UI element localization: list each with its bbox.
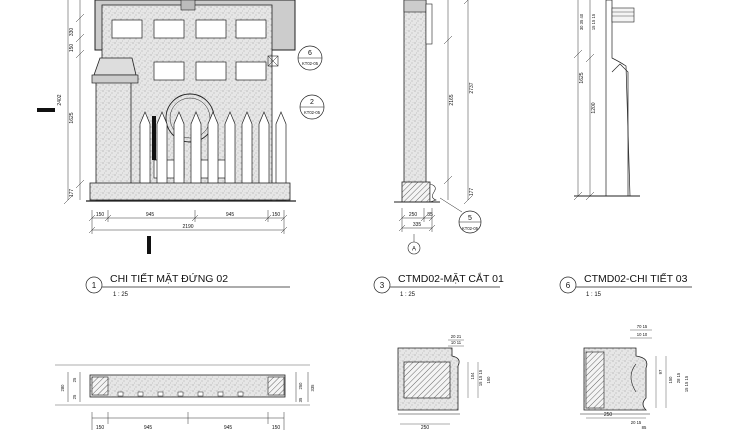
elev-dim-v-2: 2402	[57, 94, 63, 105]
detail-dim-v-1: 1200	[591, 102, 597, 113]
callout-6-num: 6	[308, 50, 312, 57]
detail-profile-outline	[605, 0, 631, 197]
plan-dim-h-3: 150	[272, 425, 281, 430]
title-1-scale: 1 : 25	[113, 292, 129, 298]
elev-dim-h-2: 945	[226, 212, 235, 218]
title-6-bubble	[559, 276, 577, 294]
elev-dim-v-1: 150	[69, 44, 75, 53]
elev-dim-total: 2190	[182, 224, 193, 230]
detail-3-view: 70 15 10 10 97 150 28 15 15 15 15 250 20…	[580, 324, 689, 430]
det2-dim-b-0: 250	[421, 425, 430, 430]
det2-dim-top-1: 10 11	[451, 340, 462, 345]
sect-dim-v-2: 177	[469, 188, 475, 197]
title-6-text: CTMD02-CHI TIẾT 03	[584, 272, 688, 285]
title-6-scale: 1 : 15	[586, 292, 602, 298]
plan-dim-h-1: 945	[144, 425, 153, 430]
plan-dim-vl-0: 280	[60, 384, 65, 392]
sect-dim-v-1: 2737	[469, 82, 475, 93]
plan-dims	[67, 372, 309, 430]
detail-dim-v-3: 15 15 15	[591, 13, 596, 30]
marker-a-label: A	[412, 247, 416, 253]
det3-dim-b-2: 85	[642, 425, 647, 430]
section-base	[401, 181, 431, 203]
detail-2-view: 20 21 10 11 104 15 15 15 150 250	[397, 334, 491, 430]
det3-core	[585, 351, 605, 409]
det3-dim-top-0: 70 15	[637, 324, 648, 329]
plan-pickets	[117, 391, 244, 397]
title-3-num: 3	[380, 281, 385, 290]
section-wall	[403, 0, 427, 201]
elevation-view: 330 150 2402 1625 177 150 945 945 150 21…	[37, 0, 325, 298]
det2-core	[403, 361, 451, 399]
det2-dim-r-1: 15 15 15	[478, 369, 483, 386]
elev-dim-h-1: 945	[146, 212, 155, 218]
detail-dim-v-2: 30 35 40	[579, 13, 584, 30]
elev-horizontal-dims	[88, 210, 288, 234]
callout-5-num: 5	[468, 215, 472, 222]
callout-2-num: 2	[310, 99, 314, 106]
elev-dim-v-3: 1625	[69, 112, 75, 123]
sect-dim-v-0: 2165	[449, 94, 455, 105]
plan-dim-vl-1: 25	[72, 377, 77, 382]
sect-dim-h-1: 85	[427, 212, 433, 218]
section-view: 2165 2737 177 250 85 335 5 KT02-05 A 3	[373, 0, 504, 298]
title-3-bubble	[373, 276, 391, 294]
plan-dim-vr-2: 35	[298, 397, 303, 402]
title-3-scale: 1 : 25	[400, 292, 416, 298]
section-marker-left	[37, 108, 55, 112]
fence-base	[89, 182, 291, 201]
plan-dim-vl-2: 25	[72, 394, 77, 399]
sect-vertical-dims	[443, 0, 473, 205]
sect-dim-h-0: 250	[409, 212, 418, 218]
det2-dim-r-0: 104	[470, 372, 475, 380]
det3-dim-top-1: 10 10	[637, 332, 648, 337]
callout-5: 5 KT02-05	[439, 197, 482, 234]
plan-view: 280 25 25 250 335 35 150 945 945 150	[55, 364, 315, 430]
callout-2: 2 KT02-05	[299, 94, 325, 120]
detail-dim-v-0: 1625	[579, 72, 585, 83]
det3-dim-b-0: 250	[604, 412, 613, 418]
callout-6: 6 KT02-05	[297, 45, 323, 71]
plan-left-post	[91, 376, 109, 396]
det3-dim-r-1: 150	[668, 376, 673, 384]
elev-dim-h-3: 150	[272, 212, 281, 218]
elev-dim-h-0: 150	[96, 212, 105, 218]
detail-03-view: 30 35 40 15 15 15 1625 1200 6 CTMD02-CHI…	[559, 0, 692, 298]
title-3-text: CTMD02-MẶT CẮT 01	[398, 272, 504, 285]
plan-dim-h-2: 945	[224, 425, 233, 430]
plan-dim-vr-1: 335	[310, 384, 315, 392]
callout-5-ref: KT02-05	[462, 226, 479, 231]
section-marker-bottom	[147, 236, 151, 254]
det2-dims	[400, 339, 479, 425]
elev-dim-v-0: 330	[69, 28, 75, 37]
det3-dim-r-0: 97	[658, 369, 663, 374]
det2-dim-r-2: 150	[486, 376, 491, 384]
det3-dim-b-1: 20 15	[631, 420, 642, 425]
sect-dim-total: 335	[413, 222, 422, 228]
title-1-num: 1	[92, 281, 97, 290]
detail-vertical-dims	[573, 0, 595, 201]
plan-right-post	[267, 376, 285, 396]
left-pillar	[95, 71, 132, 201]
picket-fence	[139, 111, 287, 201]
det3-dim-r-2: 28 15	[676, 372, 681, 383]
sect-horizontal-dims	[398, 208, 436, 232]
title-1-bubble	[85, 276, 103, 294]
callout-6-ref: KT02-05	[302, 61, 319, 66]
callout-2-ref: KT02-05	[304, 110, 321, 115]
plan-slab	[89, 374, 286, 398]
elev-dim-v-4: 177	[69, 189, 75, 198]
det3-dims	[586, 329, 667, 419]
det2-dim-top-0: 20 21	[451, 334, 462, 339]
marker-a: A	[407, 234, 421, 255]
title-1-text: CHI TIẾT MẶT ĐỨNG 02	[110, 272, 228, 285]
plan-dim-h-0: 150	[96, 425, 105, 430]
title-6-num: 6	[566, 281, 571, 290]
elev-vertical-dims	[63, 0, 85, 205]
plan-dim-vr-0: 250	[298, 382, 303, 390]
det3-dim-r-3: 15 15 15	[684, 375, 689, 392]
